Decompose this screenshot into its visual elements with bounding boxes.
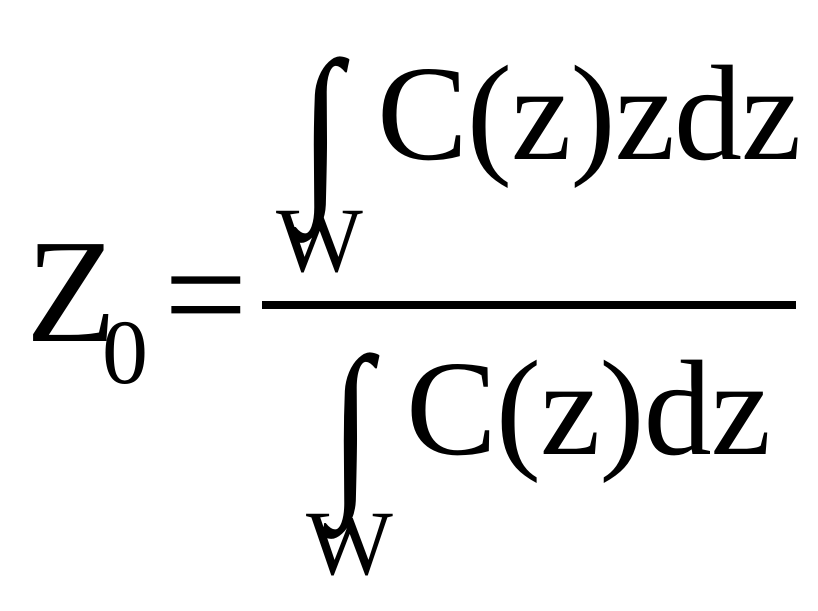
denominator-lower-limit: W <box>306 492 393 594</box>
numerator-integral-icon: ∫ <box>300 24 342 234</box>
numerator-lower-limit: W <box>276 189 363 291</box>
denominator-integrand: C(z)dz <box>406 334 771 484</box>
lhs-symbol: Z <box>26 210 117 374</box>
lhs-subscript: 0 <box>102 301 148 403</box>
numerator-integrand: C(z)zdz <box>377 39 801 189</box>
equals-sign: = <box>164 213 248 377</box>
denominator-integral-icon: ∫ <box>330 320 372 530</box>
fraction-bar <box>262 301 796 309</box>
